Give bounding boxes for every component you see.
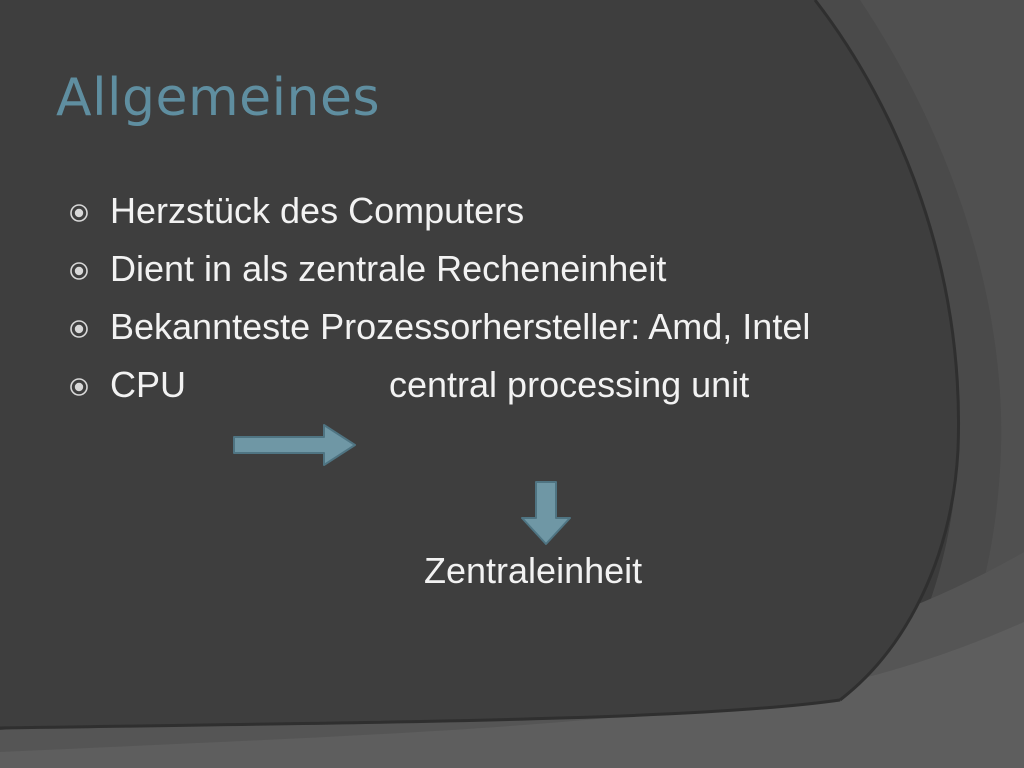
cpu-line: CPU central processing unit <box>110 362 886 408</box>
arrow-down-icon <box>521 481 571 545</box>
bullet-item-cpu: CPU central processing unit <box>66 362 886 408</box>
circled-dot-icon <box>70 378 88 396</box>
bullet-text: Bekannteste Prozessorhersteller: Amd, In… <box>110 306 811 347</box>
arrow-right-icon <box>233 424 356 466</box>
cpu-definition: central processing unit <box>389 364 750 405</box>
bullet-text: Herzstück des Computers <box>110 190 525 231</box>
bullet-item: Bekannteste Prozessorhersteller: Amd, In… <box>66 304 886 350</box>
circled-dot-icon <box>70 204 88 222</box>
bullet-item: Dient in als zentrale Recheneinheit <box>66 246 886 292</box>
circled-dot-icon <box>70 262 88 280</box>
result-text: Zentraleinheit <box>424 550 643 591</box>
bullet-list: Herzstück des Computers Dient in als zen… <box>66 188 886 420</box>
bullet-item: Herzstück des Computers <box>66 188 886 234</box>
cpu-term: CPU <box>110 364 187 405</box>
circled-dot-icon <box>70 320 88 338</box>
bullet-text: Dient in als zentrale Recheneinheit <box>110 248 667 289</box>
slide-title: Allgemeines <box>56 68 381 128</box>
